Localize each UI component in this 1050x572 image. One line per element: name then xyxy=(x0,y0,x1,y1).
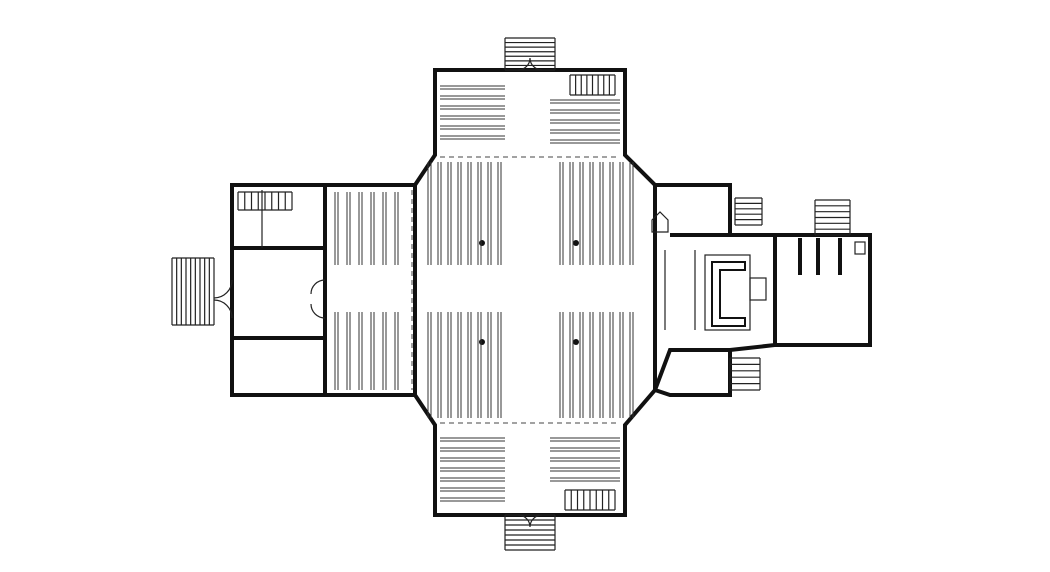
west-wing-walls xyxy=(323,183,415,397)
west-door xyxy=(213,279,233,319)
column xyxy=(573,339,579,345)
east-building xyxy=(775,233,872,347)
pews xyxy=(334,85,634,502)
chancel-walls xyxy=(680,233,777,352)
column xyxy=(573,240,579,246)
east-partitions xyxy=(798,238,842,275)
annex-stair xyxy=(237,191,293,211)
east-stairs xyxy=(729,197,851,391)
east-room-south xyxy=(653,348,732,397)
north-stairs xyxy=(504,37,556,71)
toilet xyxy=(854,241,866,255)
altar xyxy=(711,261,746,327)
east-room-north xyxy=(655,183,732,237)
south-stairs xyxy=(504,514,556,551)
west-entry-stairs xyxy=(171,257,215,326)
pulpit xyxy=(651,211,669,233)
column xyxy=(479,339,485,345)
column xyxy=(479,240,485,246)
south-corner-stair xyxy=(564,489,616,511)
lectern xyxy=(749,277,767,301)
north-corner-stair xyxy=(569,74,616,96)
inner-door xyxy=(310,279,326,319)
west-annex-walls xyxy=(230,183,325,397)
